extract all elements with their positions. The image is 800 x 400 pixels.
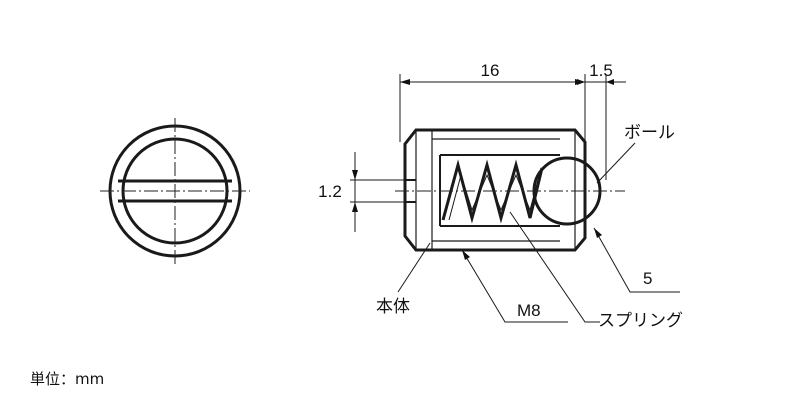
side-view [395, 128, 625, 252]
spring-coil [441, 159, 544, 224]
end-view [100, 118, 250, 264]
label-ball: ボール [624, 123, 675, 143]
leader-spring: スプリング [509, 211, 683, 331]
leader-ball-line [596, 142, 636, 184]
dim-protrusion-arrow-right [606, 79, 614, 85]
leader-ball: ボール [596, 123, 675, 184]
leader-spring-line [509, 211, 600, 323]
dim-slot: 1.2 [318, 152, 405, 232]
leader-thread-arrow [462, 250, 470, 260]
leader-body-line [397, 242, 431, 293]
dim-ball-protrusion: 1.5 [577, 61, 626, 180]
dim-length-text: 16 [481, 61, 500, 80]
dim-diameter-text: 5 [643, 269, 652, 288]
dim-protrusion-arrow-left [577, 79, 585, 85]
leader-diameter-line [593, 227, 680, 293]
label-body: 本体 [376, 297, 410, 317]
leader-thread: M8 [461, 249, 568, 323]
unit-note: 単位：mm [30, 370, 104, 388]
spring-coil-inner [448, 173, 539, 221]
dim-length-arrow-left [400, 79, 410, 85]
dim-slot-text: 1.2 [318, 182, 342, 201]
label-spring: スプリング [598, 311, 683, 331]
dim-slot-arrow-bottom [352, 202, 358, 212]
dim-thread-text: M8 [517, 301, 541, 320]
leader-ball-diameter: 5 [593, 227, 680, 293]
leader-thread-line [461, 249, 568, 323]
dim-protrusion-text: 1.5 [589, 61, 613, 80]
leader-body: 本体 [376, 242, 431, 317]
dim-slot-arrow-top [352, 170, 358, 180]
leader-diameter-arrow [594, 228, 602, 238]
